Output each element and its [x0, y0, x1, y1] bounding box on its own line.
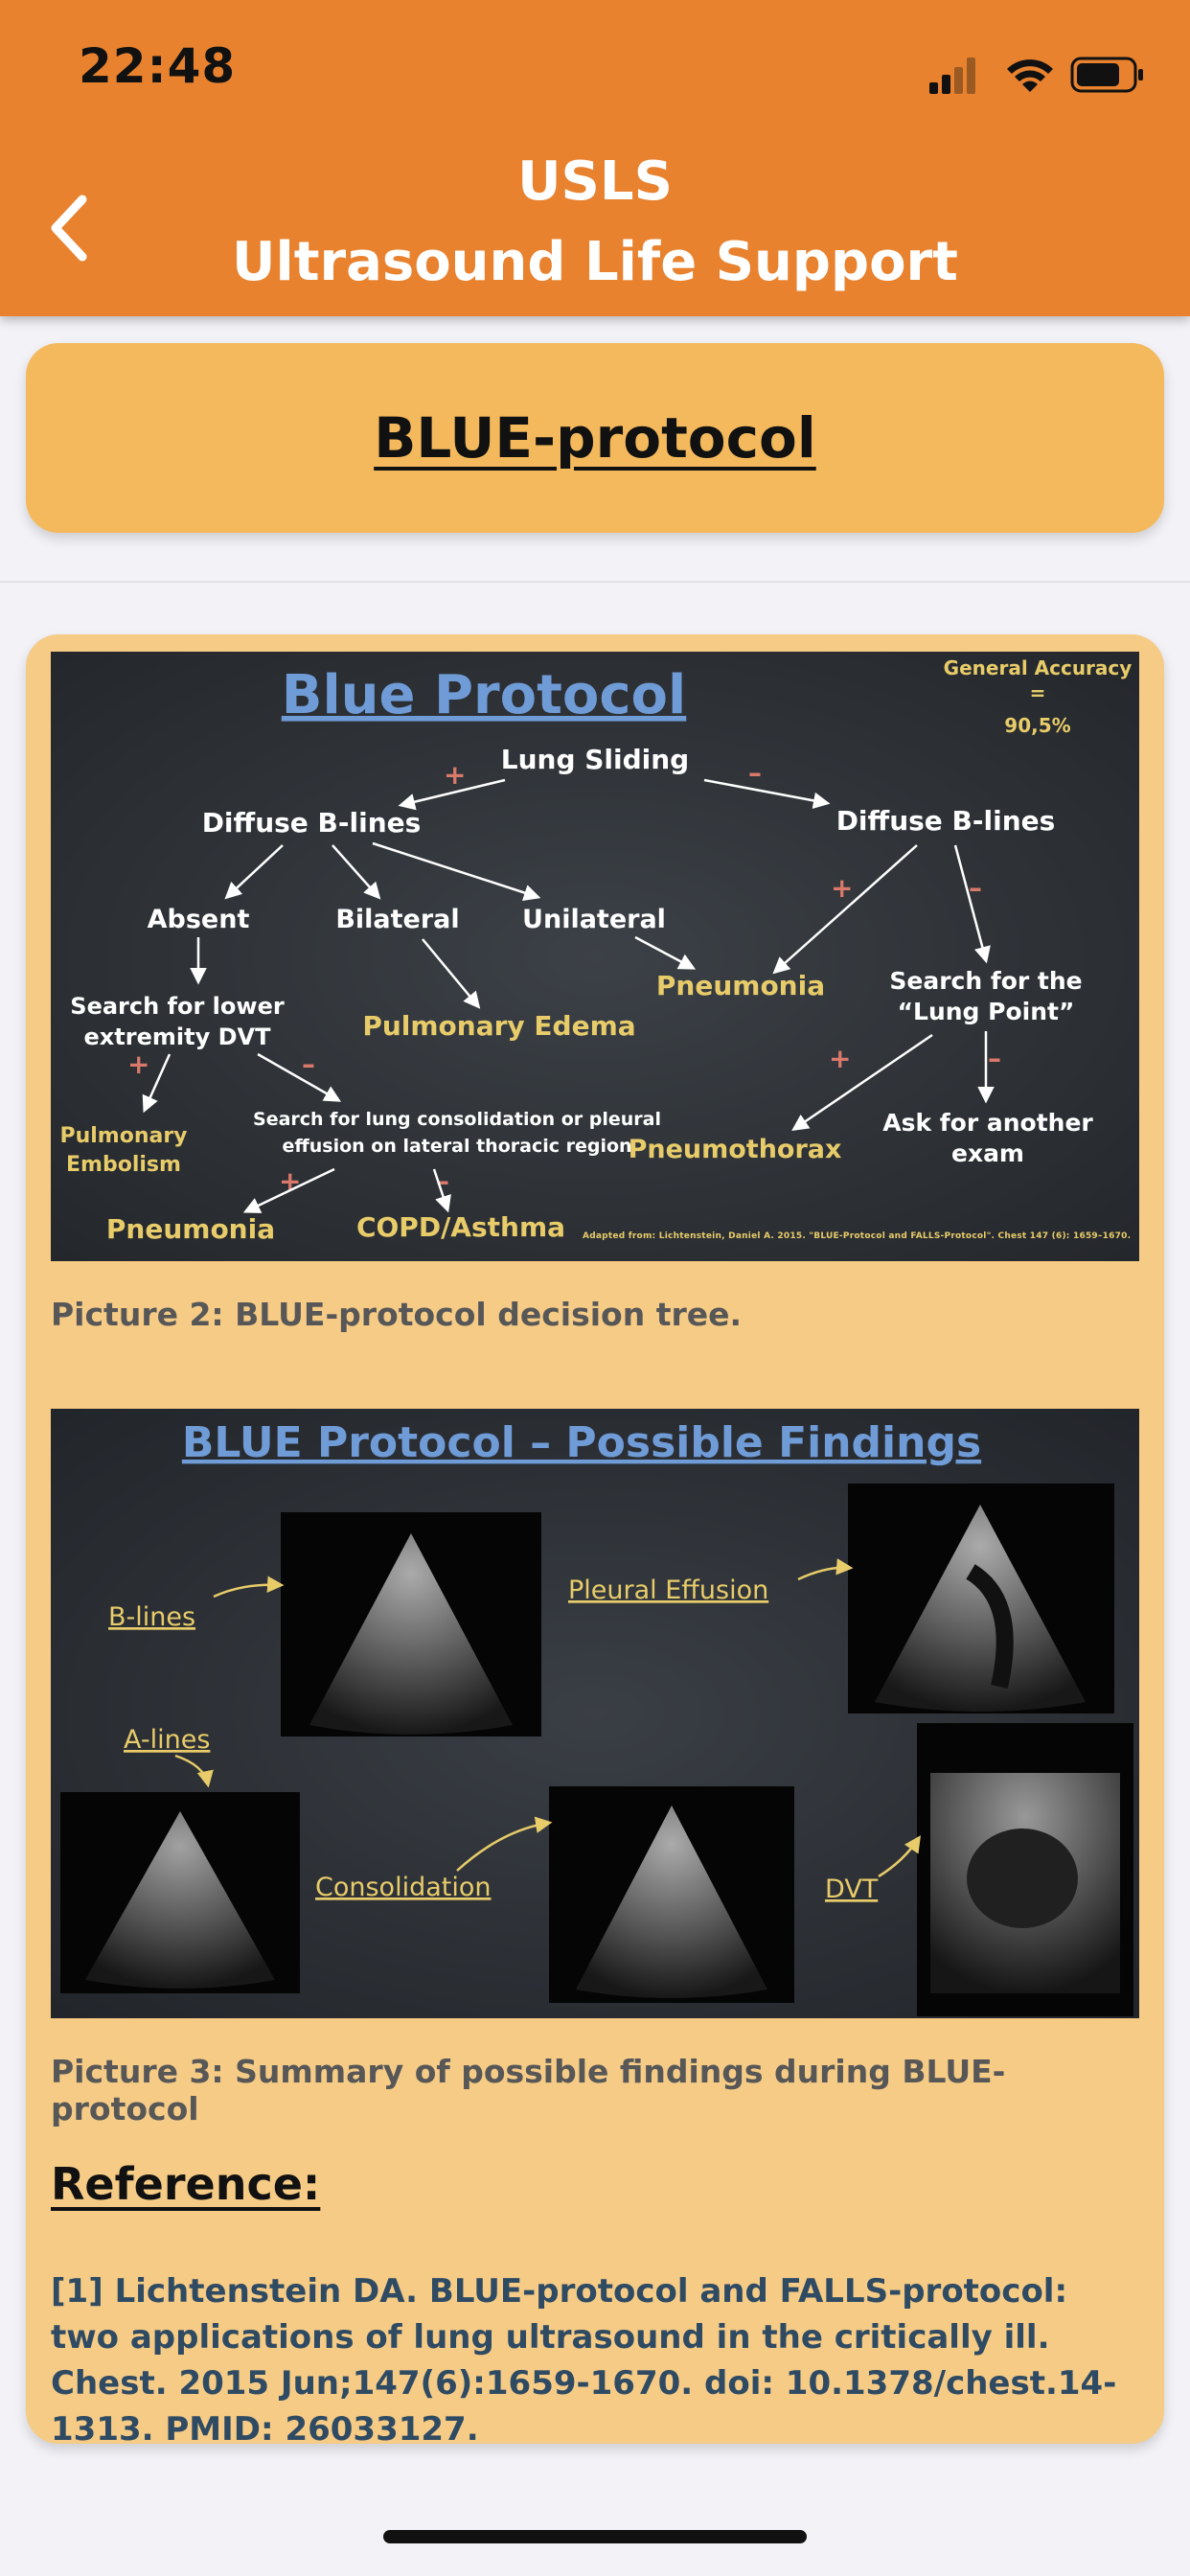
fig1-plus-sign: + — [279, 1165, 301, 1197]
fig1-another-exam-2: exam — [951, 1139, 1024, 1167]
wifi-icon — [1007, 59, 1053, 92]
fig1-pneumonia-bottom: Pneumonia — [106, 1213, 275, 1245]
reference-heading: Reference: — [51, 2158, 321, 2210]
fig1-plus-sign: + — [831, 872, 853, 904]
decision-tree-svg: Blue Protocol General Accuracy = 90,5% L… — [51, 652, 1139, 1261]
fig1-minus-sign: – — [748, 757, 762, 789]
fig2-b-lines: B-lines — [108, 1602, 195, 1632]
fig1-pulmonary-edema: Pulmonary Edema — [362, 1010, 635, 1042]
fig1-lung-point-2: “Lung Point” — [898, 998, 1075, 1025]
fig1-consolidation-2: effusion on lateral thoracic region — [282, 1136, 631, 1157]
fig2-dvt: DVT — [825, 1874, 879, 1904]
fig1-plus-sign: + — [829, 1043, 851, 1074]
ultrasound-pleural-effusion-panel — [848, 1484, 1114, 1714]
fig1-accuracy-line2: = — [1030, 681, 1046, 704]
fig1-lung-sliding: Lung Sliding — [501, 744, 689, 775]
fig1-minus-sign: – — [969, 872, 982, 904]
fig2-a-lines: A-lines — [124, 1725, 210, 1755]
fig1-copd: COPD/Asthma — [356, 1211, 565, 1243]
ultrasound-b-lines-panel — [281, 1512, 541, 1736]
fig1-diffuse-left: Diffuse B-lines — [202, 807, 422, 839]
blue-protocol-findings-image: BLUE Protocol – Possible Findings — [51, 1409, 1139, 2018]
section-title-card: BLUE-protocol — [26, 343, 1164, 533]
fig1-minus-sign: – — [436, 1165, 449, 1197]
fig1-minus-sign: – — [988, 1043, 1001, 1074]
decision-arrows — [142, 778, 995, 1213]
fig1-lung-point-1: Search for the — [889, 967, 1082, 995]
fig1-diffuse-right: Diffuse B-lines — [836, 805, 1056, 837]
fig2-pleural-effusion: Pleural Effusion — [568, 1576, 768, 1605]
fig1-plus-sign: + — [444, 759, 466, 791]
ultrasound-consolidation-panel — [549, 1786, 794, 2003]
fig2-consolidation: Consolidation — [315, 1873, 491, 1902]
status-time: 22:48 — [79, 38, 237, 94]
battery-icon — [1070, 57, 1143, 93]
fig1-pulm-embolism-1: Pulmonary — [59, 1124, 187, 1148]
figure1-caption: Picture 2: BLUE-protocol decision tree. — [51, 1296, 743, 1333]
fig1-pulm-embolism-2: Embolism — [66, 1153, 181, 1177]
fig1-unilateral: Unilateral — [522, 905, 666, 934]
fig1-accuracy-line3: 90,5% — [1004, 714, 1070, 737]
header-title-line2: Ultrasound Life Support — [232, 231, 958, 293]
fig1-another-exam-1: Ask for another — [882, 1109, 1093, 1137]
fig1-minus-sign: – — [302, 1048, 315, 1080]
content-card: Blue Protocol General Accuracy = 90,5% L… — [26, 634, 1164, 2449]
fig1-title: Blue Protocol — [282, 664, 686, 726]
header-title: USLS Ultrasound Life Support — [192, 144, 998, 305]
fig1-absent: Absent — [148, 905, 250, 934]
fig2-title: BLUE Protocol – Possible Findings — [182, 1418, 981, 1467]
fig1-consolidation-1: Search for lung consolidation or pleural — [253, 1109, 661, 1130]
figure2-caption: Picture 3: Summary of possible findings … — [51, 2053, 1006, 2128]
section-title: BLUE-protocol — [374, 405, 816, 471]
fig1-plus-sign: + — [127, 1048, 149, 1080]
ultrasound-dvt-panel — [917, 1723, 1133, 2016]
divider — [0, 581, 1190, 583]
ultrasound-a-lines-panel — [60, 1792, 300, 1993]
fig1-adapted: Adapted from: Lichtenstein, Daniel A. 20… — [583, 1231, 1131, 1241]
status-icons — [929, 57, 1143, 94]
fig1-search-dvt-1: Search for lower — [70, 993, 285, 1020]
findings-arrows — [174, 1558, 921, 1878]
fig1-pneumothorax: Pneumothorax — [629, 1135, 842, 1164]
fig1-pneumonia-mid: Pneumonia — [656, 970, 825, 1001]
signal-icon — [929, 58, 975, 94]
fig1-accuracy-line1: General Accuracy — [944, 656, 1133, 679]
blue-protocol-decision-tree-image: Blue Protocol General Accuracy = 90,5% L… — [51, 652, 1139, 1261]
header-title-line1: USLS — [517, 150, 673, 213]
back-chevron-icon[interactable] — [38, 180, 115, 276]
fig1-search-dvt-2: extremity DVT — [84, 1024, 272, 1050]
home-indicator[interactable] — [383, 2530, 807, 2543]
fig1-bilateral: Bilateral — [335, 905, 459, 934]
findings-svg: BLUE Protocol – Possible Findings — [51, 1409, 1139, 2018]
reference-text: [1] Lichtenstein DA. BLUE-protocol and F… — [51, 2272, 1117, 2449]
app-header: 22:48 USLS Ultrasound Life Support — [0, 0, 1190, 316]
